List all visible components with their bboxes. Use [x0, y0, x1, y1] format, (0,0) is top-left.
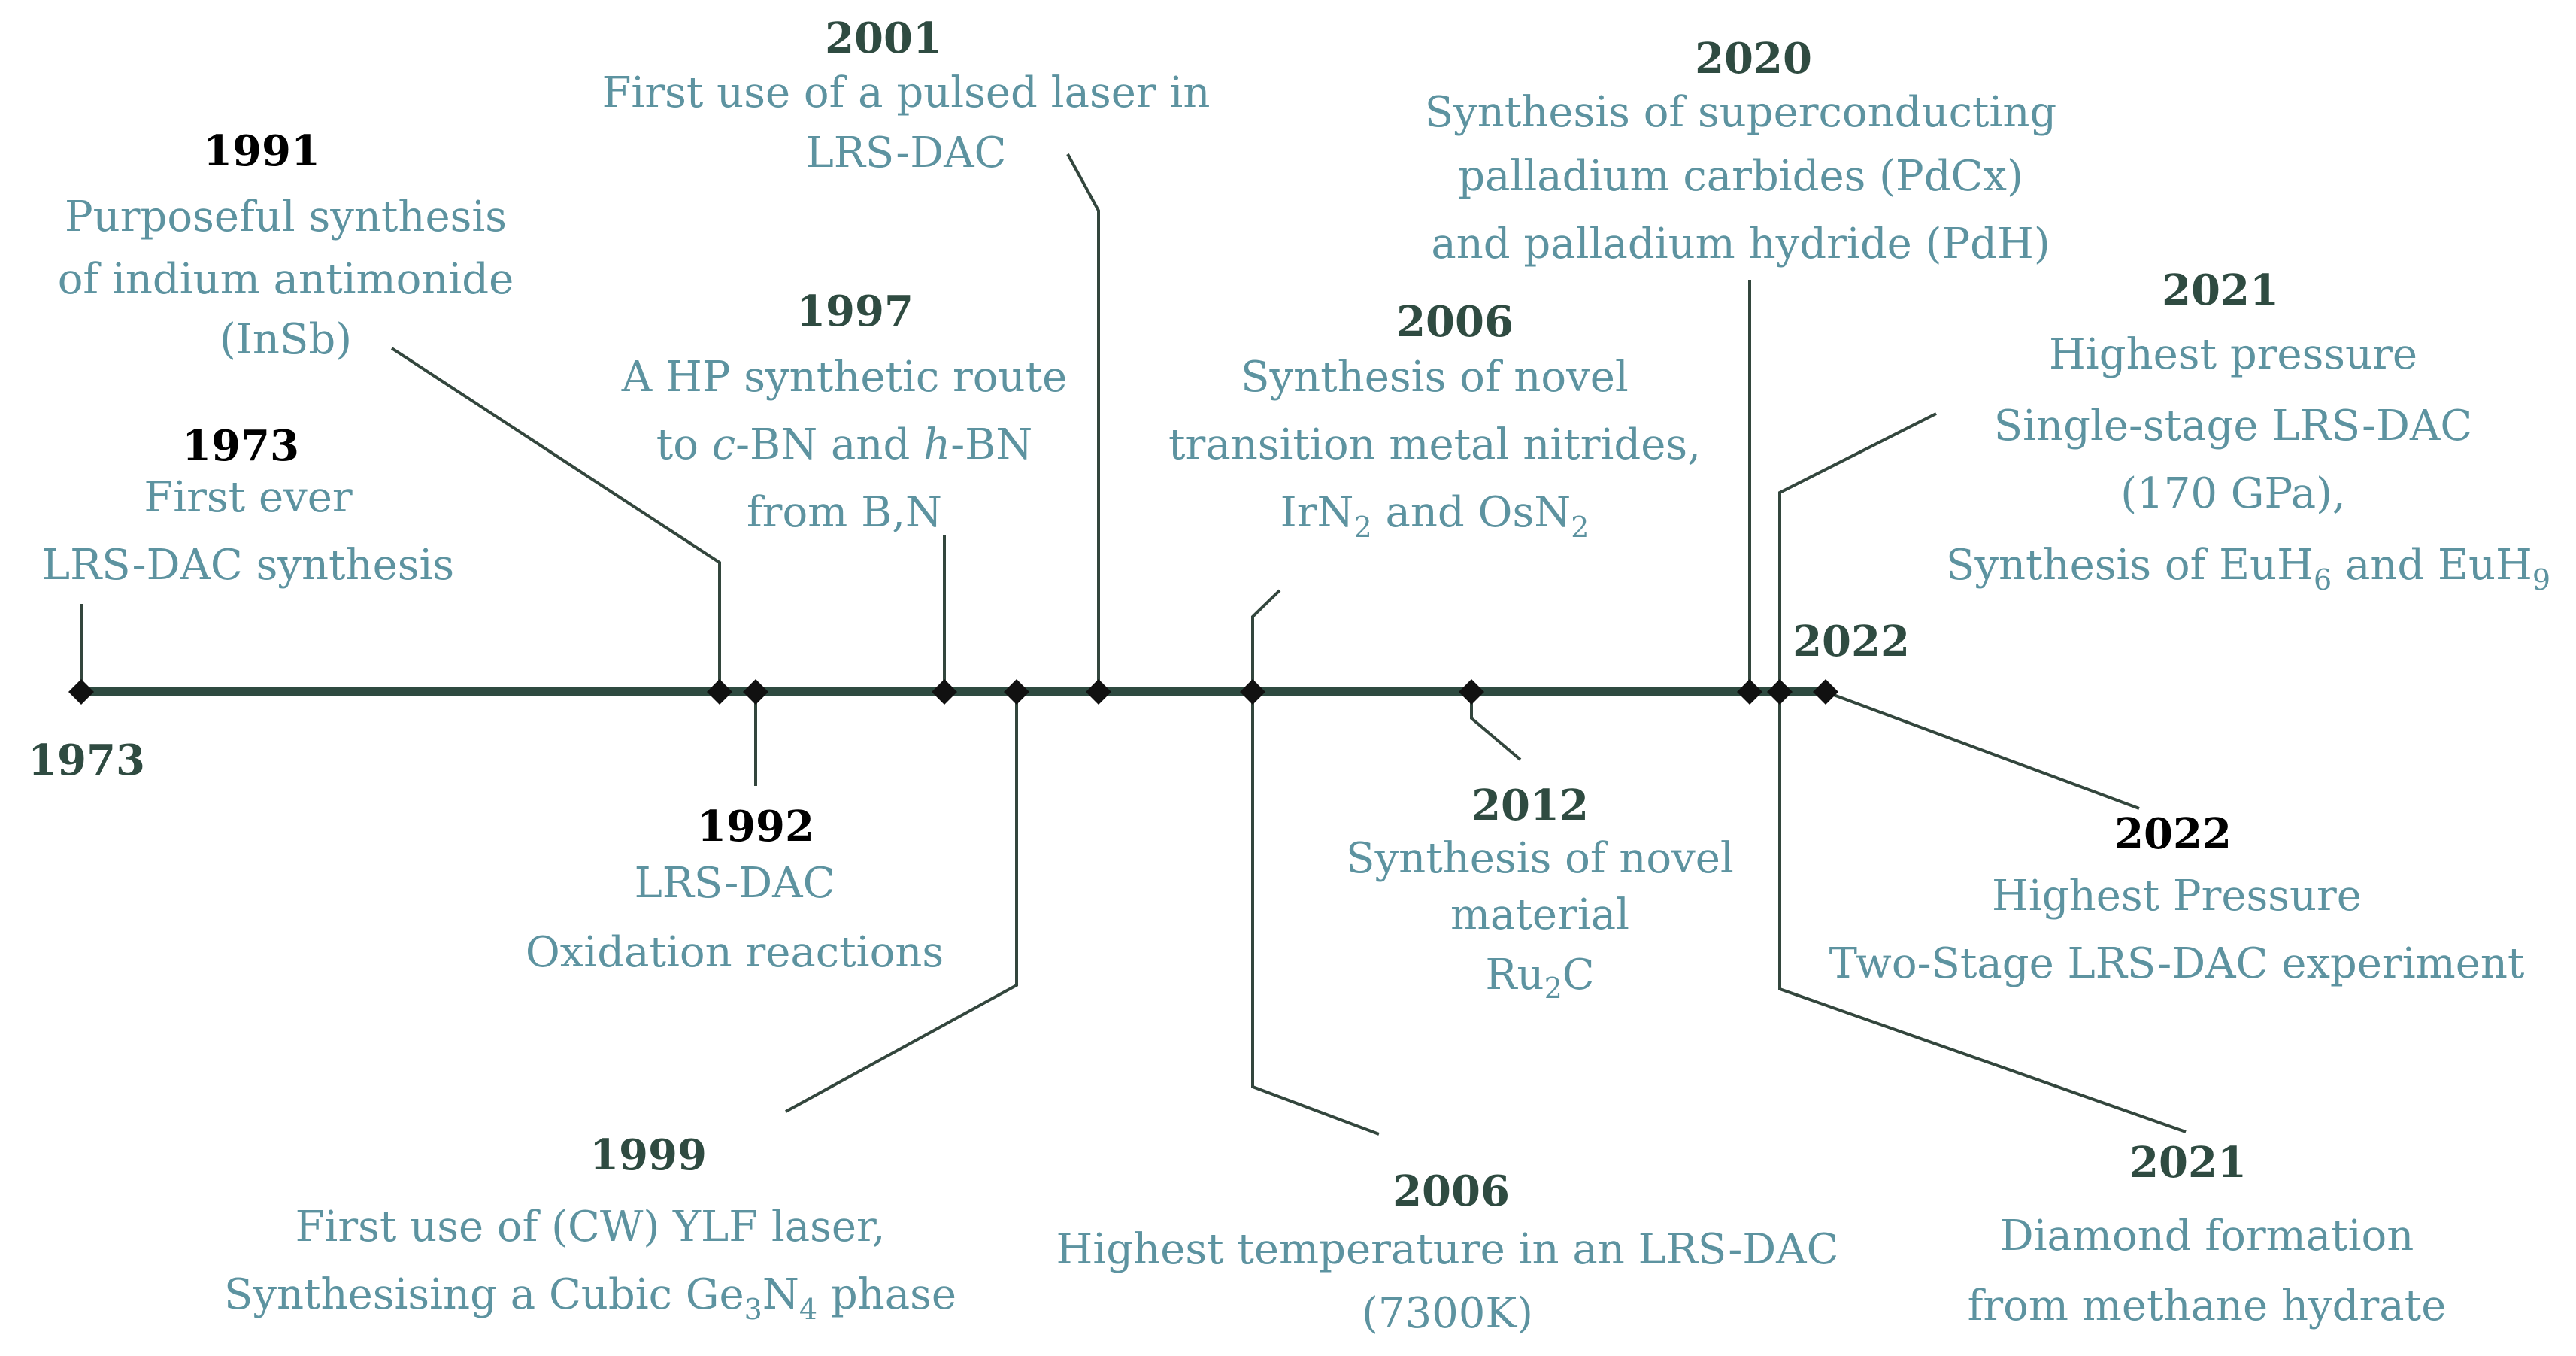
connector-1991	[390, 347, 721, 692]
connector-2021-pressure	[1778, 412, 1937, 692]
event-year: 1973	[182, 421, 299, 471]
event-2021-diamond: 2021 Diamond formation from methane hydr…	[1968, 1138, 2447, 1330]
event-year: 2001	[825, 14, 942, 63]
event-1997: 1997 A HP synthetic route to c-BN and h-…	[621, 287, 1067, 537]
event-text-line: of indium antimonide	[58, 255, 514, 304]
event-text-line: First use of (CW) YLF laser,	[295, 1203, 886, 1251]
event-text-line: A HP synthetic route	[621, 353, 1067, 402]
event-text-line: Highest temperature in an LRS-DAC	[1056, 1225, 1839, 1274]
event-text-line: Synthesis of novel	[1346, 834, 1734, 883]
event-text-line: Synthesis of superconducting	[1425, 88, 2057, 137]
event-year: 2006	[1396, 297, 1514, 347]
marker-2001	[1086, 679, 1111, 705]
event-2021-pressure: 2021 Highest pressure Single-stage LRS-D…	[1946, 265, 2550, 596]
event-text-line: palladium carbides (PdCx)	[1458, 152, 2023, 201]
event-2012: 2012 Synthesis of novel material Ru2C	[1346, 781, 1734, 1005]
marker-2006	[1240, 679, 1265, 705]
event-year: 1999	[589, 1130, 707, 1180]
marker-2022	[1813, 679, 1838, 705]
marker-1991	[707, 679, 732, 705]
event-2020: 2020 Synthesis of superconducting pallad…	[1425, 34, 2057, 268]
event-year: 2006	[1393, 1166, 1510, 1216]
event-2022: 2022 Highest Pressure Two-Stage LRS-DAC …	[1829, 809, 2525, 988]
event-text-line: transition metal nitrides,	[1168, 420, 1701, 469]
event-text-line: (InSb)	[220, 315, 352, 364]
event-year: 1992	[697, 802, 814, 851]
event-2001: 2001 First use of a pulsed laser in LRS-…	[602, 14, 1211, 177]
marker-2020	[1737, 679, 1762, 705]
event-year: 2021	[2162, 265, 2279, 315]
connector-2006-nitrides	[1251, 589, 1281, 692]
event-text-line: to c-BN and h-BN	[656, 420, 1033, 469]
event-1999: 1999 First use of (CW) YLF laser, Synthe…	[224, 1130, 956, 1326]
connector-2022	[1825, 690, 2140, 810]
connector-2006-temperature	[1251, 692, 1380, 1136]
event-text-line: Two-Stage LRS-DAC experiment	[1829, 939, 2525, 988]
event-text-line: Synthesising a Cubic Ge3N4 phase	[224, 1270, 956, 1326]
axis-start-label: 1973	[28, 736, 145, 785]
axis-end-label: 2022	[1793, 617, 1910, 666]
event-text-line: Highest pressure	[2049, 330, 2417, 379]
event-2006-temperature: 2006 Highest temperature in an LRS-DAC (…	[1056, 1166, 1839, 1338]
event-text-line: IrN2 and OsN2	[1280, 488, 1590, 544]
event-text-line: First use of a pulsed laser in	[602, 68, 1211, 117]
event-text-line: (7300K)	[1362, 1289, 1533, 1338]
marker-2021	[1767, 679, 1793, 705]
event-text-line: Single-stage LRS-DAC	[1994, 402, 2472, 450]
event-text-line: LRS-DAC	[806, 129, 1007, 177]
event-text-line: Ru2C	[1485, 951, 1594, 1005]
event-1973: 1973 First ever LRS-DAC synthesis	[42, 421, 454, 590]
marker-2012	[1459, 679, 1484, 705]
event-markers	[68, 679, 1838, 705]
event-text-line: from methane hydrate	[1968, 1282, 2447, 1330]
connector-2021-diamond	[1778, 692, 2187, 1133]
event-text-line: Highest Pressure	[1992, 872, 2362, 921]
connector-lines	[80, 153, 2187, 1136]
event-year: 2020	[1695, 34, 1812, 83]
marker-1997	[932, 679, 957, 705]
event-1992: 1992 LRS-DAC Oxidation reactions	[526, 802, 944, 977]
event-text-line: Synthesis of EuH6 and EuH9	[1946, 541, 2550, 596]
event-year: 2022	[2114, 809, 2232, 859]
connector-2001	[1066, 153, 1100, 692]
event-text-line: Purposeful synthesis	[65, 193, 507, 241]
connector-2012	[1470, 692, 1522, 761]
event-text-line: Diamond formation	[2000, 1212, 2414, 1260]
event-text-line: LRS-DAC	[635, 859, 835, 908]
event-text-line: First ever	[144, 473, 352, 522]
event-year: 2012	[1471, 781, 1589, 830]
event-text-line: Synthesis of novel	[1241, 353, 1629, 402]
event-year: 2021	[2129, 1138, 2247, 1188]
event-year: 1997	[796, 287, 914, 336]
event-text-line: (170 GPa),	[2120, 469, 2345, 518]
event-2006-nitrides: 2006 Synthesis of novel transition metal…	[1168, 297, 1701, 544]
marker-1999	[1004, 679, 1029, 705]
event-text-line: and palladium hydride (PdH)	[1431, 220, 2050, 268]
event-text-line: material	[1450, 890, 1629, 939]
event-text-line: Oxidation reactions	[526, 928, 944, 977]
event-1991: 1991 Purposeful synthesis of indium anti…	[58, 126, 514, 364]
marker-1992	[743, 679, 768, 705]
marker-1973	[68, 679, 94, 705]
event-text-line: from B,N	[747, 488, 942, 537]
event-text-line: LRS-DAC synthesis	[42, 541, 454, 590]
connector-1999	[785, 692, 1018, 1113]
event-year: 1991	[203, 126, 320, 176]
